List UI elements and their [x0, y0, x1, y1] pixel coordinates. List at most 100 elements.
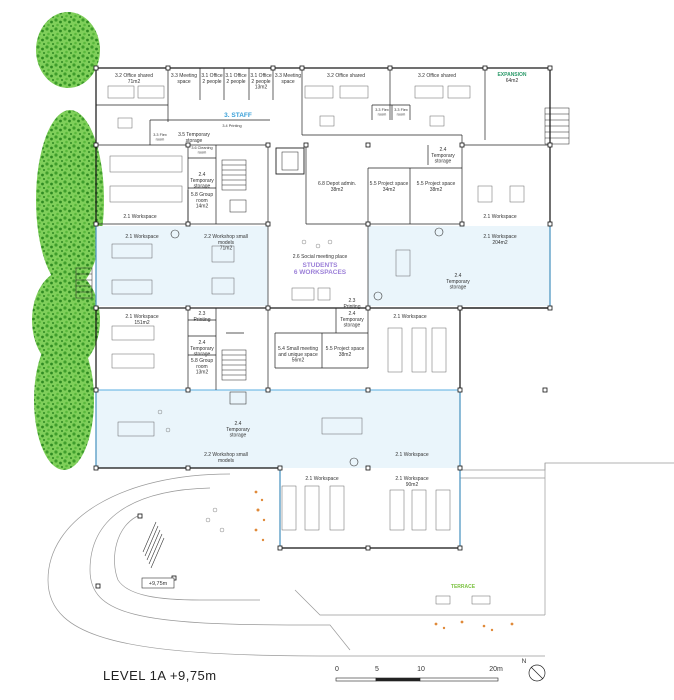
- glass-facades: [95, 226, 551, 548]
- room-label: 3.2 Office shared: [418, 73, 456, 79]
- room-label: 2.1 Workspace: [305, 476, 338, 482]
- room-label-line: 38m2: [331, 187, 344, 193]
- room-label-line: 3.4 Printing: [222, 124, 241, 128]
- scale-label: 0: [335, 666, 339, 673]
- room-label-line: 3.2 Office shared: [418, 73, 456, 79]
- room-label-line: space: [177, 79, 191, 85]
- room-label-line: 3.6 Cleaning: [191, 146, 212, 150]
- room-label-line: 3.3 Flex: [153, 133, 167, 137]
- room-label: 3.2 Office shared: [327, 73, 365, 79]
- room-label-line: 3.3 Flex: [394, 108, 408, 112]
- room-label-line: 34m2: [383, 187, 396, 193]
- room-label-line: 204m2: [492, 240, 508, 246]
- room-label-line: 5.5 Project space: [326, 346, 365, 352]
- zone-labels: 3. STAFF STUDENTS 6 WORKSPACES EXPANSION…: [224, 72, 527, 590]
- columns: [93, 65, 553, 589]
- room-label-line: models: [218, 458, 235, 464]
- room-label-line: storage: [186, 138, 203, 144]
- stair-cores: [75, 107, 570, 405]
- zone-students: STUDENTS: [302, 262, 338, 269]
- room-label-line: 2.1 Workspace: [125, 234, 158, 240]
- room-label-line: 3.2 Office shared: [115, 73, 153, 79]
- room-label-line: 2.2 Workshop small: [204, 452, 248, 458]
- zone-staff: 3. STAFF: [224, 112, 252, 119]
- room-label-line: 2.4: [349, 311, 356, 317]
- room-label-line: Temporary: [446, 279, 470, 285]
- room-label-line: 71m2: [220, 246, 233, 252]
- room-label-line: storage: [344, 323, 361, 329]
- north-label: N: [522, 658, 527, 665]
- room-label: 2.1 Workspace: [395, 452, 428, 458]
- trees: [32, 12, 104, 470]
- room-label: 3.4 Printing: [222, 124, 241, 128]
- room-label-line: 3.1 Office: [250, 73, 272, 79]
- room-label-line: 2.4: [199, 340, 206, 346]
- room-label-line: storage: [194, 352, 211, 358]
- room-label-line: 3.1 Office: [201, 73, 223, 79]
- loose-furniture: [157, 239, 333, 533]
- scale-label: 20m: [489, 666, 503, 673]
- room-label-line: 2.1 Workspace: [483, 234, 516, 240]
- room-label-line: 2.4: [440, 147, 447, 153]
- zone-expansion: EXPANSION: [497, 72, 526, 78]
- elevation-tag: +9,75m: [141, 577, 175, 589]
- room-label-line: 5.8 Group: [191, 192, 213, 198]
- elevation-tag-text: +9,75m: [149, 581, 168, 587]
- room-label-line: Temporary: [190, 346, 214, 352]
- scale-bar: 0 5 10 20m: [335, 666, 503, 682]
- room-label-line: models: [218, 240, 235, 246]
- room-label-line: 38m2: [339, 352, 352, 358]
- room-label-line: 2.6 Social meeting place: [293, 254, 348, 260]
- room-label-line: 2.3: [199, 311, 206, 317]
- room-label-line: and unique space: [278, 352, 318, 358]
- interior-walls: [96, 68, 550, 390]
- room-label-line: 2.1 Workspace: [395, 476, 428, 482]
- room-label-line: room: [198, 150, 207, 154]
- room-label-line: 2.3: [349, 298, 356, 304]
- room-label-line: 56m2: [292, 358, 305, 364]
- room-label-line: storage: [450, 285, 467, 291]
- zone-expansion-area: 64m2: [506, 78, 519, 84]
- room-label-line: 5.8 Group: [191, 358, 213, 364]
- room-label-line: Temporary: [226, 427, 250, 433]
- room-label-line: 3.1 Office: [225, 73, 247, 79]
- room-label-line: 2.4: [235, 421, 242, 427]
- room-label-line: 3.3 Meeting: [171, 73, 197, 79]
- room-label-line: room: [397, 112, 406, 116]
- room-label-line: 90m2: [406, 482, 419, 488]
- room-label: 6.8 Depot admin.38m2: [318, 181, 356, 193]
- room-label-line: Printing: [194, 317, 211, 323]
- room-label-line: 6.8 Depot admin.: [318, 181, 356, 187]
- scale-label: 10: [417, 666, 425, 673]
- room-label-line: 5.5 Project space: [370, 181, 409, 187]
- room-label-line: 2 people: [226, 79, 245, 85]
- room-label: 2.1 Workspace: [125, 234, 158, 240]
- room-label-line: 38m2: [430, 187, 443, 193]
- room-label-line: 2.4: [455, 273, 462, 279]
- room-label-line: 2.2 Workshop small: [204, 234, 248, 240]
- room-label-line: 2 people: [251, 79, 270, 85]
- room-label-line: 3.5 Temporary: [178, 132, 210, 138]
- room-label-line: room: [156, 137, 165, 141]
- room-label-line: 2.1 Workspace: [393, 314, 426, 320]
